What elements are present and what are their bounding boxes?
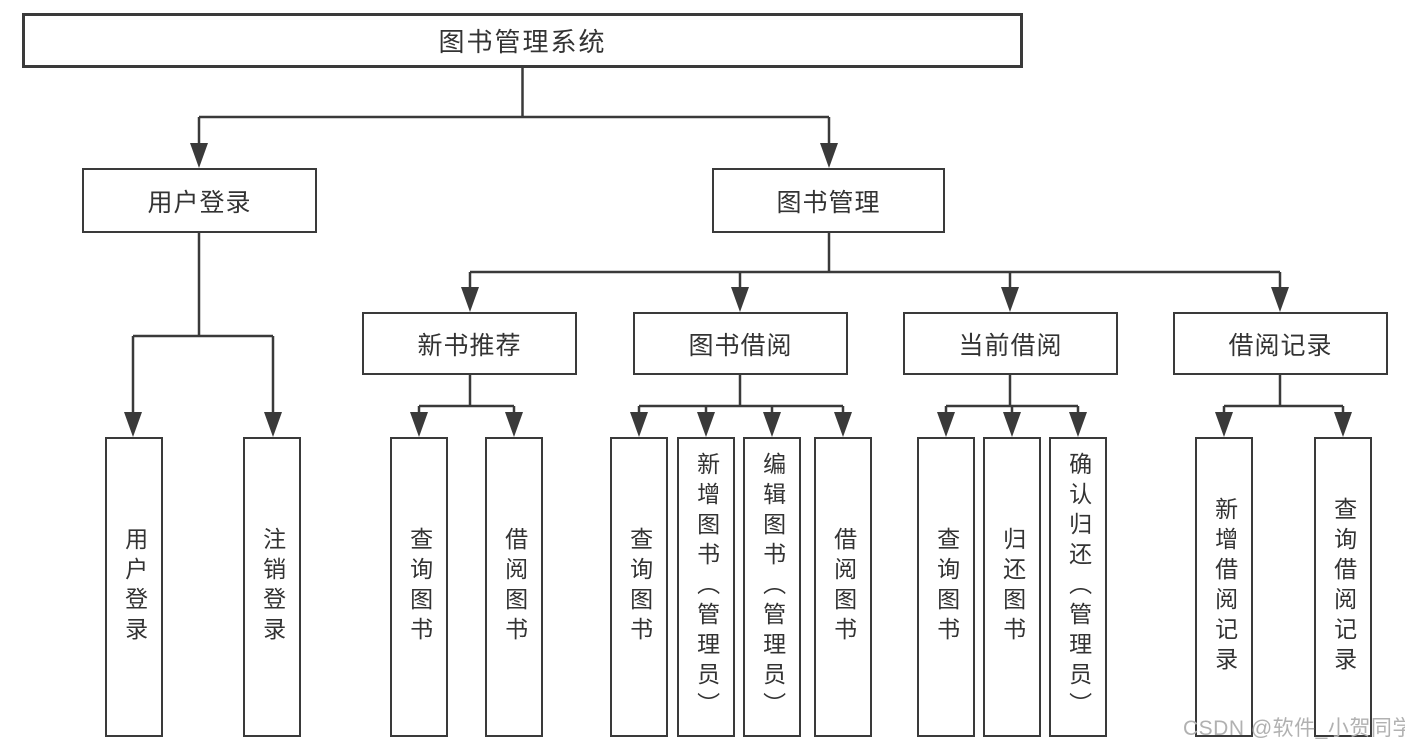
node-label: 借阅图书 <box>830 527 857 647</box>
node-return-books: 归还图书 <box>983 437 1041 737</box>
node-label: 图书管理系统 <box>438 27 607 57</box>
node-borrowing-records: 借阅记录 <box>1173 312 1388 375</box>
connector-current-borrowing-children <box>937 375 1087 437</box>
node-label: 查询图书 <box>933 527 960 647</box>
node-edit-books-admin: 编辑图书（管理员） <box>743 437 801 737</box>
node-label: 用户登录 <box>147 188 252 217</box>
node-query-books-2: 查询图书 <box>610 437 668 737</box>
node-user-login: 用户登录 <box>105 437 163 737</box>
node-book-borrowing: 图书借阅 <box>633 312 848 375</box>
node-label: 用户登录 <box>121 527 148 647</box>
node-add-borrow-record: 新增借阅记录 <box>1195 437 1253 737</box>
node-add-books-admin: 新增图书（管理员） <box>677 437 735 737</box>
node-library-management-system: 图书管理系统 <box>22 13 1023 68</box>
node-borrow-books-1: 借阅图书 <box>485 437 543 737</box>
node-label: 新增图书（管理员） <box>693 452 720 722</box>
node-label: 当前借阅 <box>958 331 1063 360</box>
node-query-books-1: 查询图书 <box>390 437 448 737</box>
node-label: 借阅记录 <box>1228 331 1333 360</box>
connector-root-to-level2 <box>190 68 838 168</box>
node-user-login-group: 用户登录 <box>82 168 317 233</box>
node-label: 查询图书 <box>626 527 653 647</box>
node-label: 图书借阅 <box>688 331 793 360</box>
connector-user-login-children <box>124 232 282 437</box>
node-label: 借阅图书 <box>501 527 528 647</box>
node-query-borrow-record: 查询借阅记录 <box>1314 437 1372 737</box>
node-label: 新书推荐 <box>417 331 522 360</box>
node-label: 新增借阅记录 <box>1211 497 1238 677</box>
connector-borrowing-records-children <box>1215 375 1352 437</box>
node-borrow-books-2: 借阅图书 <box>814 437 872 737</box>
node-current-borrowing: 当前借阅 <box>903 312 1118 375</box>
connector-new-book-children <box>410 375 523 437</box>
node-label: 查询借阅记录 <box>1330 497 1357 677</box>
node-label: 确认归还（管理员） <box>1065 452 1092 722</box>
watermark: CSDN @软件_小贺同学 <box>1183 717 1405 740</box>
node-logout: 注销登录 <box>243 437 301 737</box>
connector-book-management-children <box>461 233 1289 312</box>
node-new-book-recommendation: 新书推荐 <box>362 312 577 375</box>
node-book-management: 图书管理 <box>712 168 945 233</box>
node-label: 编辑图书（管理员） <box>759 452 786 722</box>
node-label: 查询图书 <box>406 527 433 647</box>
connector-book-borrowing-children <box>630 375 852 437</box>
node-query-books-3: 查询图书 <box>917 437 975 737</box>
node-label: 归还图书 <box>999 527 1026 647</box>
node-confirm-return-admin: 确认归还（管理员） <box>1049 437 1107 737</box>
node-label: 图书管理 <box>776 188 881 217</box>
node-label: 注销登录 <box>259 527 286 647</box>
